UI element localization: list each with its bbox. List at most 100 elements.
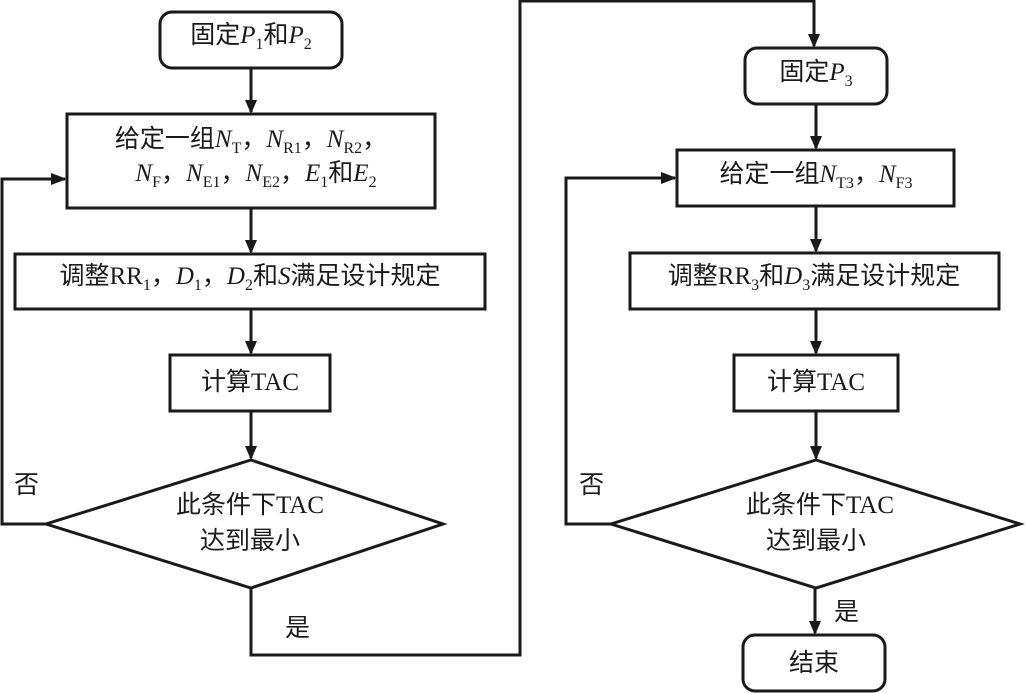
separator: ， xyxy=(362,124,388,153)
arrowhead xyxy=(245,240,257,254)
left-compute-box xyxy=(168,353,332,413)
var-n: N xyxy=(135,160,153,187)
subscript: T xyxy=(231,140,242,157)
separator: ， xyxy=(279,158,305,187)
subscript: T3 xyxy=(836,175,854,192)
right-end-label: 结束 xyxy=(788,648,840,677)
connector-no-loop-left xyxy=(0,177,65,526)
subscript: 3 xyxy=(844,73,853,90)
var-n: N xyxy=(245,160,263,187)
separator: ， xyxy=(150,261,176,290)
arrowhead xyxy=(808,34,820,48)
var-n: N xyxy=(878,161,896,188)
arrowhead xyxy=(810,341,822,355)
arrowhead xyxy=(51,173,67,185)
left-no-branch-label: 否 xyxy=(14,470,40,499)
text: 给定一组 xyxy=(719,159,820,188)
separator: ， xyxy=(220,158,246,187)
text: 和 xyxy=(759,261,785,290)
subscript: R1 xyxy=(283,140,302,157)
arrowhead xyxy=(661,172,677,184)
subscript: F3 xyxy=(895,175,913,192)
right-decision-label-line1: 此条件下TAC xyxy=(746,492,894,519)
text: 满足设计规定 xyxy=(290,261,441,290)
text: 给定一组 xyxy=(114,124,215,153)
text: 固定 xyxy=(190,20,241,49)
arrowhead xyxy=(245,341,257,355)
var-n: N xyxy=(266,126,284,153)
right-adjust-box xyxy=(628,251,1001,311)
text: 固定 xyxy=(779,57,830,86)
left-decision-label-line1: 此条件下TAC xyxy=(176,492,324,519)
right-adjust-label: 调整RR3和D3满足设计规定 xyxy=(668,261,960,301)
right-yes-branch-label: 是 xyxy=(834,597,860,626)
subscript: E2 xyxy=(262,174,280,191)
text: 调整RR xyxy=(667,263,752,290)
arrowhead xyxy=(810,239,822,253)
separator: ， xyxy=(853,159,879,188)
right-start-label: 固定P3 xyxy=(779,57,852,97)
left-adjust-box xyxy=(13,252,487,311)
left-input-label-line1: 给定一组NT，NR1，NR2， xyxy=(115,124,387,164)
arrowhead xyxy=(809,621,821,635)
right-input-label: 给定一组NT3，NF3 xyxy=(719,159,912,199)
text: 和 xyxy=(328,158,354,187)
arrowhead xyxy=(245,100,257,114)
arrowhead xyxy=(810,136,822,150)
subscript: 2 xyxy=(244,277,253,294)
left-compute-label: 计算TAC xyxy=(201,369,299,396)
connector-yes-to-right-column xyxy=(249,0,816,657)
right-compute-box xyxy=(732,353,900,413)
separator: ， xyxy=(301,124,327,153)
left-input-box xyxy=(65,112,437,210)
right-start-terminal xyxy=(743,46,889,106)
subscript: 3 xyxy=(802,277,811,294)
var-p: P xyxy=(288,22,304,49)
subscript: 1 xyxy=(142,277,151,294)
text: 和 xyxy=(252,261,279,290)
left-decision-label-line2: 达到最小 xyxy=(199,526,301,555)
right-decision-diamond xyxy=(605,458,1026,590)
var-n: N xyxy=(326,126,344,153)
var-s: S xyxy=(278,263,291,290)
var-p: P xyxy=(240,22,256,49)
var-n: N xyxy=(186,160,203,187)
left-input-label-line2: NF，NE1，NE2，E1和E2 xyxy=(135,158,376,198)
subscript: 1 xyxy=(320,174,329,191)
var-n: N xyxy=(819,161,837,188)
left-yes-branch-label: 是 xyxy=(285,613,311,642)
var-n: N xyxy=(214,126,232,153)
right-input-box xyxy=(675,148,956,208)
right-compute-label: 计算TAC xyxy=(767,369,865,396)
var-d: D xyxy=(175,263,194,290)
subscript: 1 xyxy=(255,36,264,53)
subscript: 1 xyxy=(193,277,202,294)
left-adjust-label: 调整RR1，D1，D2和S满足设计规定 xyxy=(59,261,440,301)
separator: ， xyxy=(201,261,227,290)
text: 和 xyxy=(263,20,289,49)
var-d: D xyxy=(784,263,803,290)
connector-no-loop-right xyxy=(564,176,675,526)
arrowhead xyxy=(810,446,822,460)
var-p: P xyxy=(829,59,845,86)
left-start-terminal xyxy=(158,10,344,70)
subscript: 3 xyxy=(751,277,760,294)
left-decision-diamond xyxy=(40,458,448,590)
right-decision-label-line2: 达到最小 xyxy=(765,526,867,555)
var-d: D xyxy=(226,263,245,290)
subscript: 2 xyxy=(368,174,377,191)
separator: ， xyxy=(161,158,187,187)
right-end-terminal xyxy=(741,633,887,693)
arrowhead xyxy=(245,446,257,460)
subscript: E1 xyxy=(202,174,221,191)
separator: ， xyxy=(241,124,267,153)
subscript: 2 xyxy=(303,36,312,53)
left-start-label: 固定P1和P2 xyxy=(190,20,312,60)
subscript: R2 xyxy=(343,140,363,157)
subscript: F xyxy=(152,174,162,191)
var-e: E xyxy=(305,160,321,187)
text: 调整RR xyxy=(59,263,143,290)
right-no-branch-label: 否 xyxy=(579,470,605,499)
var-e: E xyxy=(353,160,369,187)
